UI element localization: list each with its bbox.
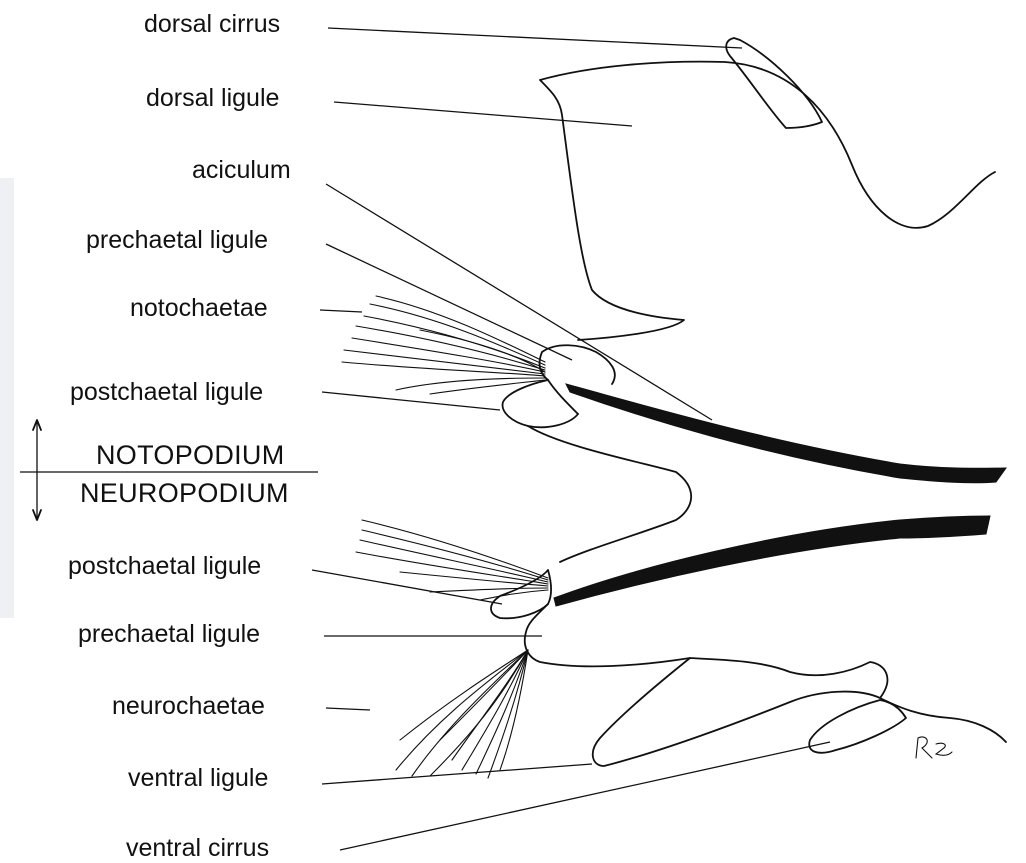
scan-edge (0, 178, 14, 618)
label-notochaetae: notochaetae (130, 296, 268, 321)
neurochaetae-fan (396, 650, 528, 778)
notochaetae-fan (342, 296, 545, 394)
dorsal-ligule-outline (540, 62, 995, 340)
dorsal-cirrus-outline (726, 38, 822, 128)
ventral-cirrus-outline (809, 700, 906, 753)
label-dorsal-cirrus: dorsal cirrus (144, 12, 280, 37)
label-dorsal-ligule: dorsal ligule (146, 86, 279, 111)
neuro-upper-chaetae-fan (356, 520, 548, 600)
ventral-ligule-outline (593, 658, 1006, 766)
label-neuropodium: NEUROPODIUM (80, 480, 289, 507)
label-prechaetal-ligule-upper: prechaetal ligule (86, 228, 268, 253)
label-ventral-cirrus: ventral cirrus (126, 836, 269, 861)
leader-lines (20, 28, 830, 850)
upper-aciculum (566, 384, 1006, 483)
lower-aciculum (554, 516, 990, 606)
lower-prechaetal-lobe (525, 604, 690, 666)
label-notopodium: NOTOPODIUM (96, 442, 285, 469)
label-neurochaetae: neurochaetae (112, 694, 265, 719)
label-postchaetal-ligule-upper: postchaetal ligule (70, 380, 263, 405)
label-ventral-ligule: ventral ligule (128, 766, 268, 791)
body-outline (528, 426, 691, 562)
label-prechaetal-ligule-lower: prechaetal ligule (78, 622, 260, 647)
label-postchaetal-ligule-lower: postchaetal ligule (68, 554, 261, 579)
label-aciculum: aciculum (192, 158, 291, 183)
